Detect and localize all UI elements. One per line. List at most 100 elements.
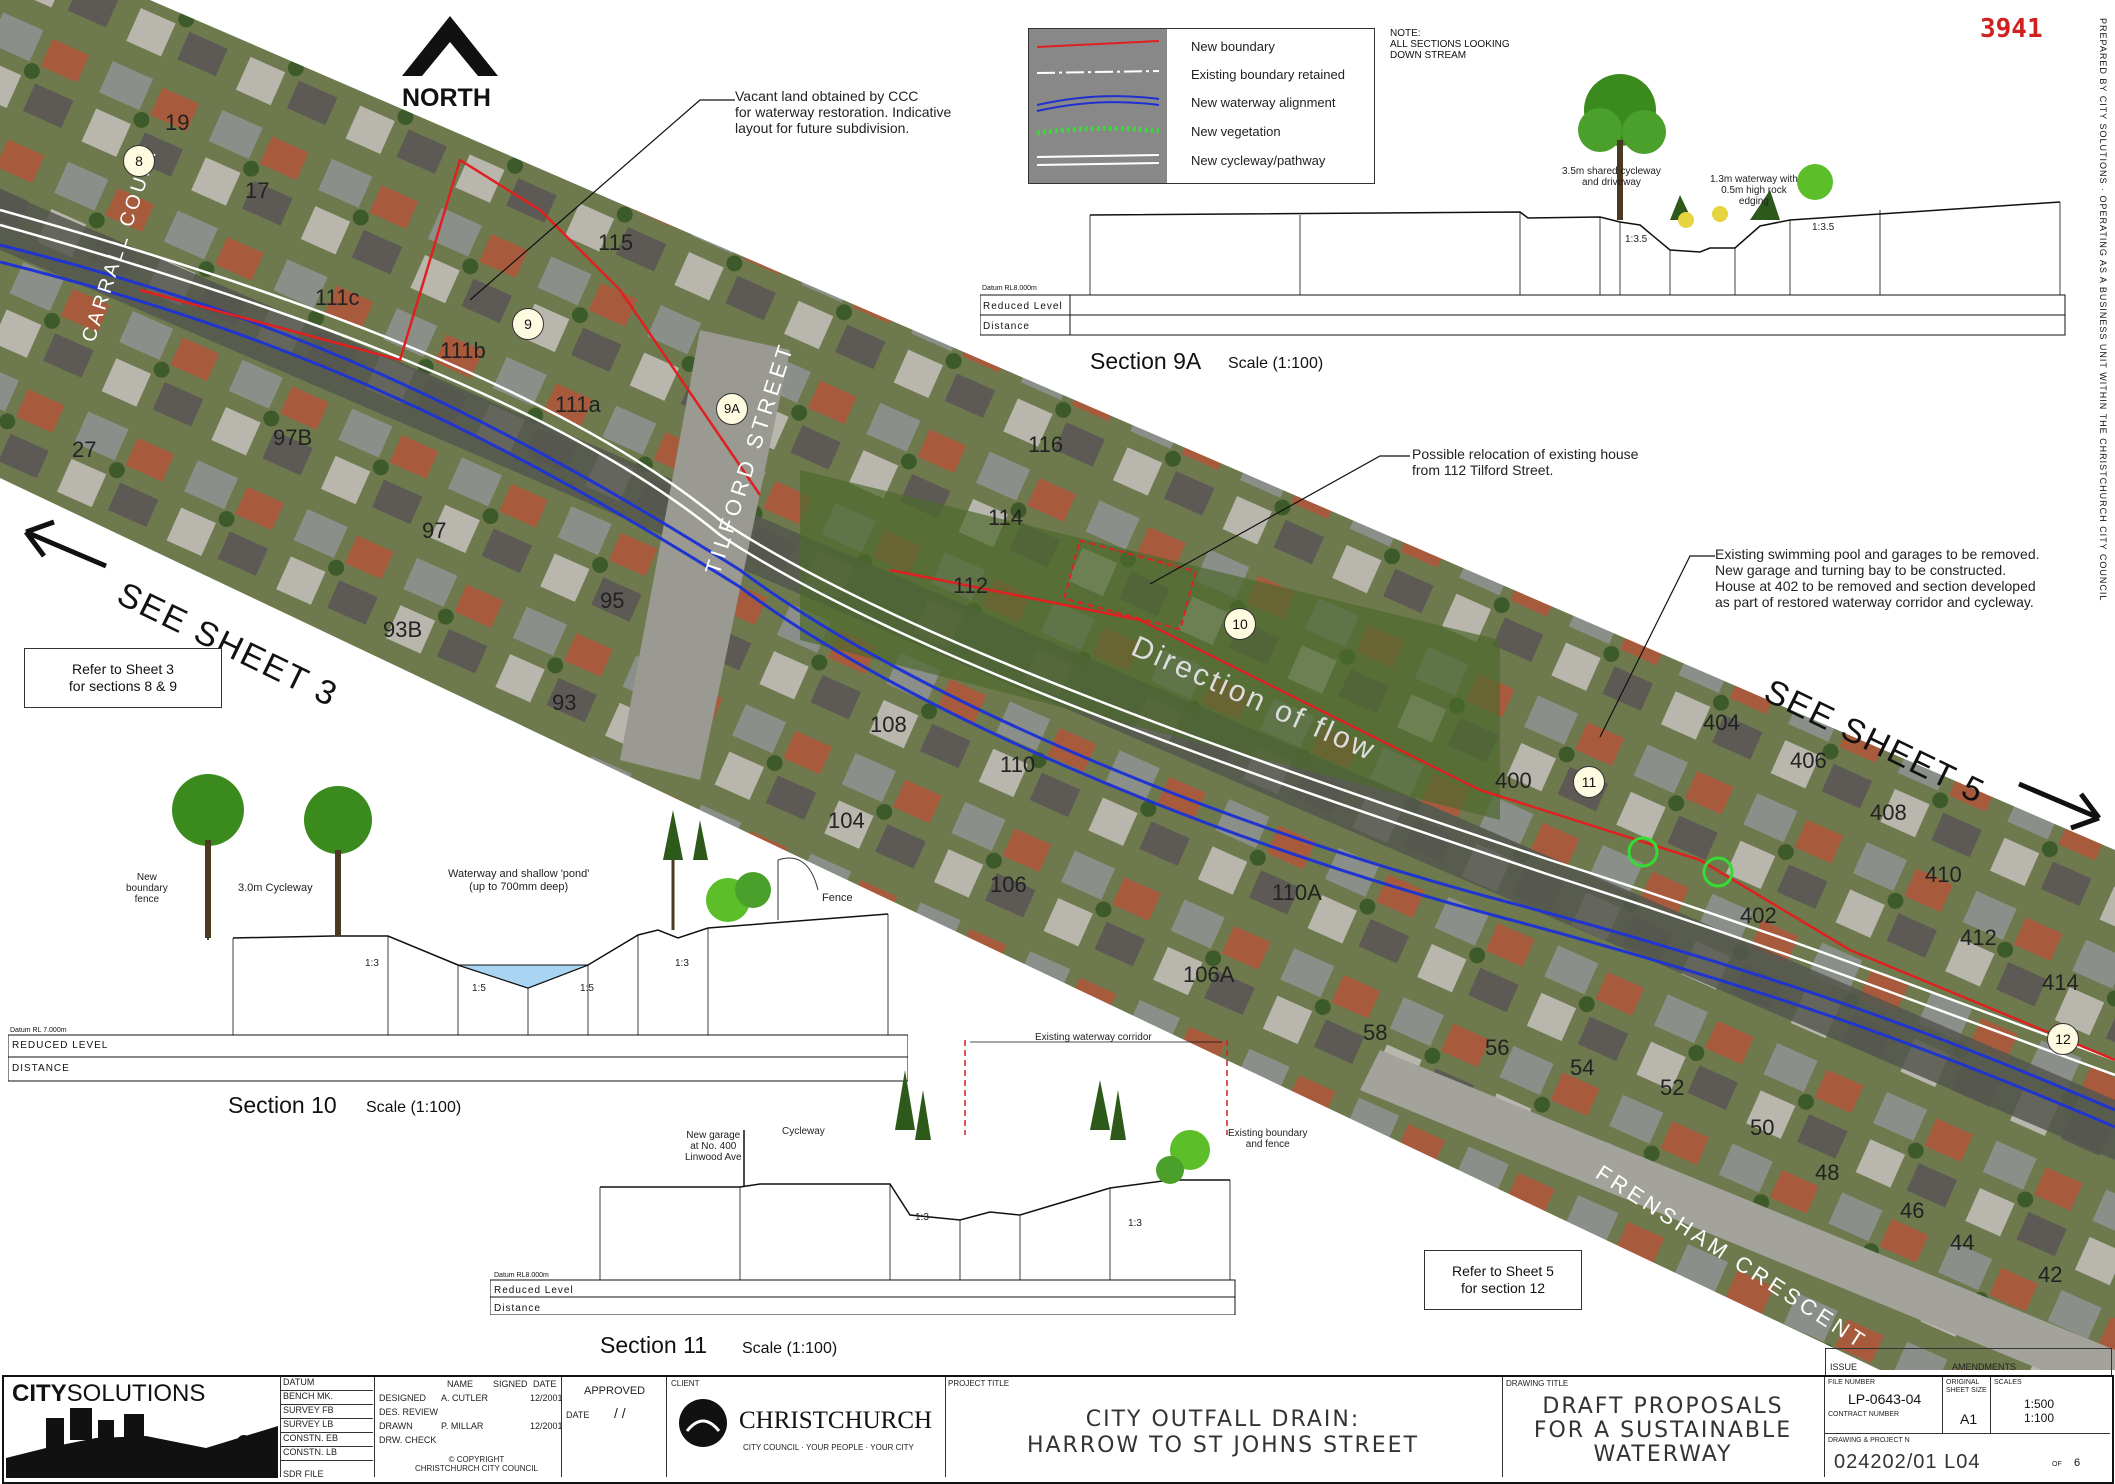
section-10-label: Fence [822,892,853,904]
legend-label: New boundary [1191,39,1275,54]
aerial-map[interactable] [0,0,2115,1370]
lot-number: 111a [555,392,601,417]
lot-number: 17 [245,178,270,203]
date-label: DATE [566,1410,590,1420]
legend-label: New waterway alignment [1191,95,1336,110]
people-role: DRW. CHECK [379,1435,437,1445]
section-9a-drawing [980,74,2066,336]
tb-row-label: CONSTN. EB [281,1433,373,1447]
lot-number: 108 [870,712,907,737]
section-10-slope: 1:5 [580,983,594,994]
project-title: CITY OUTFALL DRAIN: HARROW TO ST JOHNS S… [1026,1407,1420,1458]
sheet-total: 6 [2074,1457,2081,1469]
issue-label: ISSUE [1830,1362,1858,1372]
drawing-title-cell: DRAWING TITLE DRAFT PROPOSALS FOR A SUST… [1502,1377,1825,1477]
lot-number: 114 [988,505,1024,530]
datum-table: DATUM BENCH MK. SURVEY FB SURVEY LB CONS… [280,1377,373,1479]
arrow-right-icon [2018,781,2101,831]
lot-number: 97B [273,425,313,450]
section-10-scale: Scale (1:100) [366,1099,462,1116]
lot-number: 412 [1960,925,1997,950]
tb-row-label: SURVEY FB [281,1405,373,1419]
legend-swatches [1036,40,1160,166]
lot-number: 93 [552,690,577,715]
section-marker-10[interactable]: 10 [1224,608,1256,640]
section-marker-11[interactable]: 11 [1573,766,1605,798]
drawing-number: 024202/01 L04 [1834,1451,1981,1473]
contract-number-label: CONTRACT NUMBER [1828,1411,1900,1418]
section-10-slope: 1:5 [472,983,486,994]
scales-label: SCALES [1994,1379,2022,1386]
sheet-ref-number: 3941 [1980,14,2043,44]
lot-number: 402 [1740,903,1777,928]
section-11-row-label: Distance [494,1303,541,1314]
people-date: 12/2001 [530,1421,563,1431]
section-10-label: New boundary fence [126,872,168,905]
lot-number: 404 [1703,710,1740,735]
side-credit-text: PREPARED BY CITY SOLUTIONS · OPERATING A… [2098,18,2108,602]
lot-number: 414 [2042,970,2079,995]
lot-number: 111c [315,285,360,310]
lot-number: 106A [1183,962,1235,987]
lot-number: 110A [1272,880,1322,905]
drawing-title-label: DRAWING TITLE [1506,1379,1569,1388]
lot-number: 104 [828,808,865,833]
lot-number: 19 [165,110,190,135]
lot-number: 408 [1870,800,1907,825]
ref-sheet-3-box: Refer to Sheet 3 for sections 8 & 9 [24,648,222,708]
section-9a-slope: 1:3.5 [1812,222,1835,233]
tb-row-label: SURVEY LB [281,1419,373,1433]
section-10-drawing [8,774,908,1082]
people-table: NAME SIGNED DATE DESIGNED A. CUTLER 12/2… [374,1377,563,1477]
people-header: SIGNED [493,1379,528,1389]
lot-number: 115 [598,230,634,255]
people-role: DES. REVIEW [379,1407,439,1417]
section-9a-label: 3.5m shared cycleway and driveway [1562,166,1661,188]
leader-line [1599,555,1715,738]
legend-label: Existing boundary retained [1191,67,1345,82]
section-marker-9[interactable]: 9 [512,308,544,340]
people-role: DESIGNED [379,1393,427,1403]
copyright-text: © COPYRIGHT CHRISTCHURCH CITY COUNCIL [415,1455,538,1473]
legend-label: New vegetation [1191,124,1281,139]
lot-number: 50 [1750,1115,1775,1140]
section-marker-12[interactable]: 12 [2047,1023,2079,1055]
section-9a-row-label: Distance [983,321,1030,332]
section-10-title: Section 10 [228,1092,337,1118]
client-name: CHRISTCHURCH [739,1407,933,1434]
lot-number: 46 [1900,1198,1925,1223]
logo-solutions: SOLUTIONS [66,1380,206,1407]
section-10-label: Waterway and shallow 'pond' (up to 700mm… [448,868,590,893]
lot-number: 110 [1000,752,1036,777]
lot-number: 42 [2038,1262,2063,1287]
sheet-size-label: ORIGINAL SHEET SIZE [1946,1379,1987,1394]
tb-row-label: BENCH MK. [281,1391,373,1405]
north-arrow-icon [402,16,498,76]
section-11-slope: 1:3 [1128,1218,1142,1229]
arrow-left-icon [24,519,107,569]
section-10-slope: 1:3 [365,958,379,969]
section-9a-datum: Datum RL8.000m [982,285,1037,292]
section-9a-label: 1.3m waterway with 0.5m high rock edging [1710,174,1798,207]
lot-number: 97 [422,518,447,543]
leader-line [469,99,735,301]
annotation-relocation: Possible relocation of existing house fr… [1412,446,1639,478]
section-marker-9a[interactable]: 9A [716,393,748,425]
section-9a-scale: Scale (1:100) [1228,355,1324,372]
people-header: DATE [533,1379,557,1389]
logo-city: CITY [12,1380,67,1407]
section-11-datum: Datum RL8.000m [494,1272,549,1279]
amendments-label: AMENDMENTS [1952,1362,2017,1372]
lot-number: 111b [440,338,486,363]
section-marker-8[interactable]: 8 [123,145,155,177]
lot-number: 27 [72,437,97,462]
date-value: / / [614,1405,626,1421]
tb-row-label: CONSTN. LB [281,1447,373,1461]
amendments-strip [1825,1348,2112,1375]
section-9a-slope: 1:3.5 [1625,234,1648,245]
drawing-number-label: DRAWING & PROJECT N [1828,1437,1910,1444]
section-11-scale: Scale (1:100) [742,1340,838,1357]
approved-label: APPROVED [584,1385,646,1397]
lot-number: 106 [990,872,1027,897]
section-11-title: Section 11 [600,1332,707,1358]
